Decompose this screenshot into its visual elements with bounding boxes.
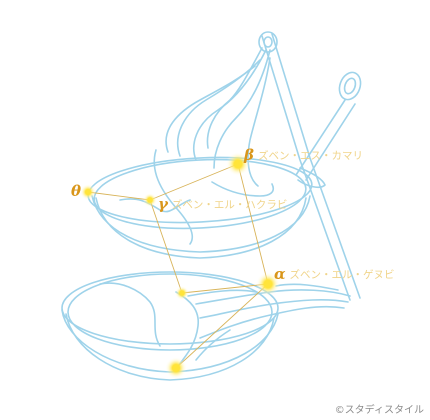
copyright-credit: ©スタディスタイル [334,405,424,416]
greek-theta: θ [71,182,82,200]
line-gamma-sigma [149,199,183,294]
line-gamma-beta [149,163,239,201]
star-beta [234,160,242,168]
greek-alpha: α [274,265,286,283]
greek-gamma: γ [158,195,168,213]
label-theta: θ [71,183,81,199]
stars [80,152,280,379]
greek-beta: β [244,146,254,164]
name-gamma: ズベン・エル・ハクラビ [171,199,288,211]
star-gamma [147,197,153,203]
star-theta [85,189,91,195]
star-sigma [179,290,185,296]
constellation-lines [87,163,269,369]
star-lower [172,364,180,372]
name-alpha: ズベン・エル・ゲヌビ [289,269,395,281]
line-theta-gamma [87,191,151,201]
line-alpha-sigma [181,283,269,294]
name-beta: ズベン・エス・カマリ [257,150,363,162]
scale-outline [61,31,362,381]
line-alpha-lower [175,283,269,369]
star-alpha [264,280,272,288]
line-beta-alpha [237,163,269,285]
